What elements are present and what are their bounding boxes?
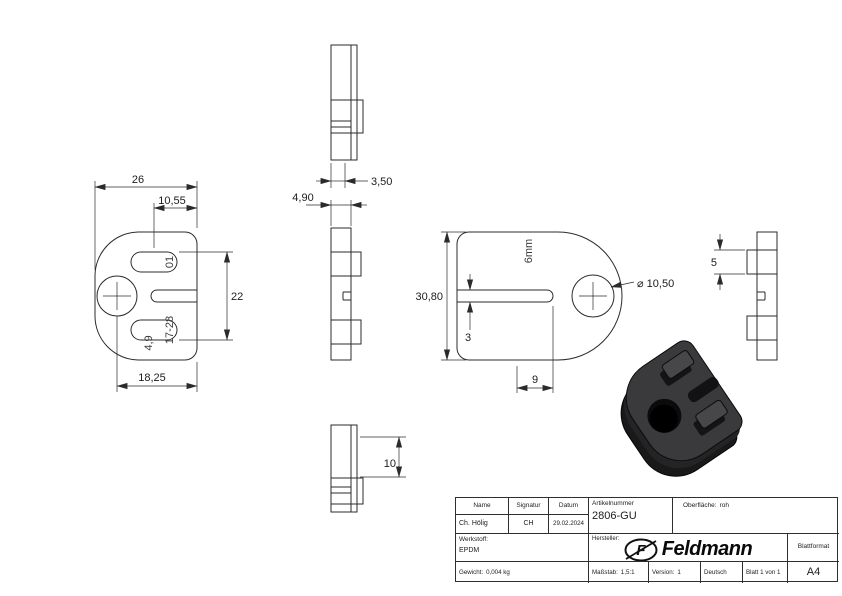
scale-cell: Maßstab: 1,5:1 [589, 561, 649, 583]
mold-text-17-28: 17-28 [164, 316, 176, 344]
signature-value-cell: CH [509, 515, 549, 533]
feldmann-logo: F Feldmann [589, 534, 787, 561]
weight-value: 0,004 kg [486, 568, 510, 576]
boss-profile [746, 249, 758, 275]
side-view-middle: 4,90 [292, 192, 367, 361]
dim-front-slot-span: 22 [231, 291, 243, 303]
date-label-cell: Datum [549, 498, 589, 515]
iso-render [620, 340, 743, 477]
side-view-top: 3,50 [316, 44, 392, 188]
date-value: 29.02.2024 [553, 520, 584, 528]
format-value: A4 [806, 565, 821, 578]
back-slit [457, 289, 554, 303]
dim-front-width: 26 [132, 174, 144, 186]
date-value-cell: 29.02.2024 [549, 515, 589, 533]
dim-hole-diameter: ⌀ 10,50 [637, 278, 674, 290]
dim-slit-depth: 9 [532, 374, 538, 386]
format-label: Blattformat [797, 543, 830, 551]
weight-cell: Gewicht: 0,004 kg [456, 561, 589, 583]
mold-text-6mm: 6mm [523, 239, 535, 263]
sheet-cell: Blatt 1 von 1 [743, 561, 788, 583]
side-view-right: 5 [711, 231, 778, 361]
iso-boss-bottom [695, 399, 728, 429]
back-view: 6mm 30,80 3 ⌀ 10,50 9 [415, 231, 674, 393]
article-number-label: Artikelnummer [592, 500, 634, 507]
dim-bottom-boss-span: 10 [384, 458, 396, 470]
version-cell: Version: 1 [649, 561, 701, 583]
sheet-value: Blatt 1 von 1 [746, 568, 781, 576]
material-label: Werkstoff: [459, 536, 489, 543]
front-slot-top [130, 251, 178, 273]
mold-text-01: 01 [164, 256, 176, 268]
material-cell: Werkstoff: EPDM [456, 533, 589, 561]
name-label-cell: Name [456, 498, 509, 515]
article-number-value: 2806-GU [592, 510, 637, 523]
iso-boss-top [661, 350, 695, 379]
iso-slit [687, 377, 719, 403]
boss-profile [350, 319, 362, 345]
signature-label: Signatur [516, 501, 541, 509]
article-cell: Artikelnummer 2806-GU [589, 498, 673, 533]
side-view-bottom: 10 [330, 424, 406, 513]
dim-top-thickness: 3,50 [371, 176, 392, 188]
surface-cell: Oberfläche: roh [673, 498, 839, 533]
feldmann-logo-mark: F [624, 538, 658, 561]
manufacturer-cell: Hersteller: F Feldmann [589, 533, 788, 561]
dim-back-height: 30,80 [415, 291, 443, 303]
scale-label: Maßstab: [592, 568, 618, 576]
logo-letter: F [636, 542, 646, 559]
boss-profile [746, 315, 758, 341]
mold-text-4-9: 4,9 [143, 335, 155, 350]
boss-profile [356, 477, 364, 505]
dim-mid-thickness: 4,90 [292, 192, 313, 204]
language-value: Deutsch [704, 568, 727, 576]
dim-front-lower-width: 18,25 [138, 372, 166, 384]
name-value: Ch. Hölig [459, 519, 488, 527]
format-value-cell: A4 [788, 561, 839, 583]
name-value-cell: Ch. Hölig [456, 515, 509, 533]
version-label: Version: [652, 568, 675, 576]
name-label: Name [473, 501, 491, 509]
logo-wordmark: Feldmann [661, 538, 753, 560]
manufacturer-label: Hersteller: [592, 536, 620, 542]
dim-slit-height: 3 [465, 332, 471, 344]
language-cell: Deutsch [701, 561, 743, 583]
surface-value: roh [719, 502, 730, 509]
scale-value: 1,5:1 [620, 568, 635, 576]
dim-boss-height: 5 [711, 257, 717, 269]
title-block: Name Signatur Datum Ch. Hölig CH 29.02.2… [455, 497, 839, 583]
date-label: Datum [558, 501, 579, 509]
back-hole [571, 274, 615, 318]
boss-profile [356, 99, 364, 134]
surface-label: Oberfläche: [683, 502, 717, 509]
front-slit [150, 289, 197, 303]
material-value: EPDM [459, 547, 480, 555]
front-view: 01 17-28 4,9 26 10,55 22 18,25 [94, 174, 243, 392]
front-slot-bottom [130, 319, 178, 341]
dim-front-slot-offset: 10,55 [158, 195, 186, 207]
version-value: 1 [677, 568, 681, 576]
boss-profile [350, 251, 362, 277]
signature-label-cell: Signatur [509, 498, 549, 515]
weight-label: Gewicht: [459, 568, 484, 576]
front-outline [94, 231, 198, 361]
signature-value: CH [523, 519, 534, 527]
back-outline [456, 231, 623, 361]
format-label-cell: Blattformat [788, 533, 839, 561]
